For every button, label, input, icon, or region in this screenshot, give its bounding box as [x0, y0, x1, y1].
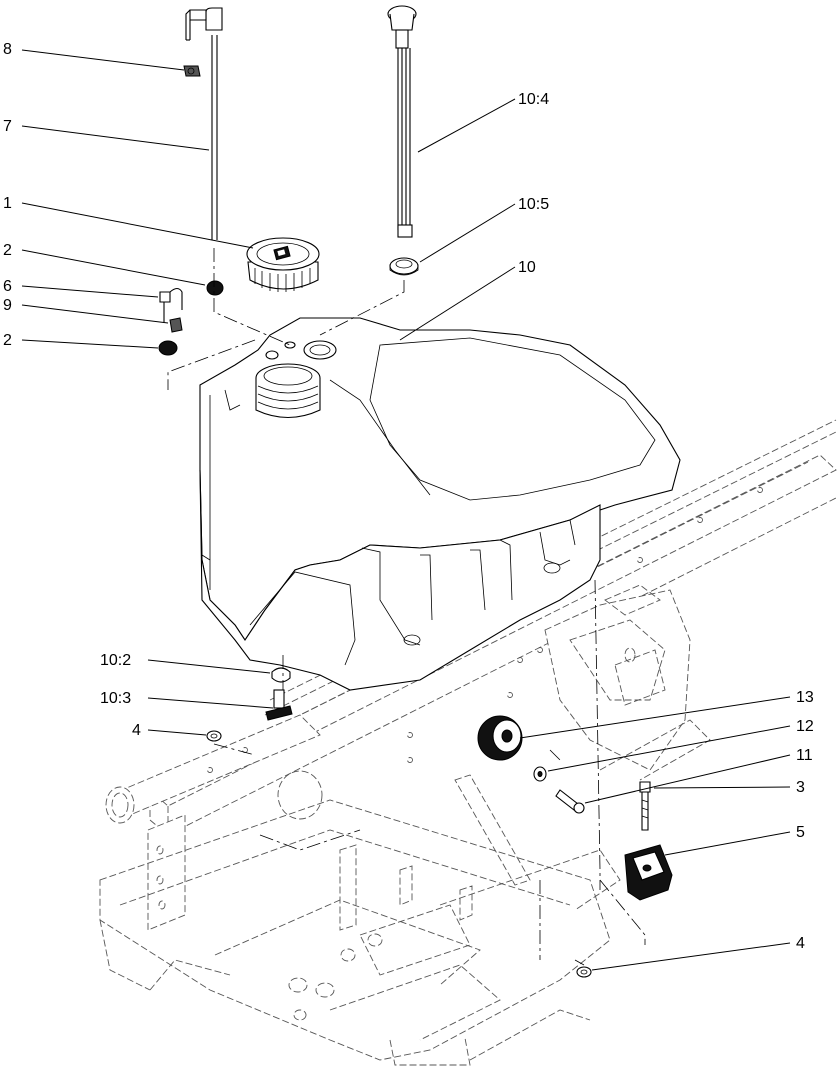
callout-10: 10	[518, 259, 536, 276]
clamp-9	[169, 317, 183, 333]
nut-4-left	[206, 730, 222, 742]
fuel-line-clamp	[271, 667, 291, 683]
callout-10-5: 10:5	[518, 196, 549, 213]
callout-6: 6	[3, 278, 12, 295]
fuel-gauge-sender	[387, 5, 417, 238]
nut-4-right	[576, 966, 592, 978]
grommet-2-lower	[158, 340, 178, 356]
gauge-grommet	[389, 257, 419, 276]
callout-8: 8	[3, 41, 12, 58]
washer-12	[533, 766, 547, 782]
fuel-tank	[199, 317, 681, 691]
rubber-isolator-13	[477, 715, 523, 761]
callout-2-upper: 2	[3, 242, 12, 259]
hose-clamp-8	[183, 65, 201, 77]
callout-7: 7	[3, 118, 12, 135]
fuel-outlet-fitting	[265, 689, 293, 721]
callout-4-right: 4	[796, 935, 805, 952]
grommet-2-upper	[206, 280, 224, 296]
callout-1: 1	[3, 195, 12, 212]
callout-13: 13	[796, 689, 814, 706]
callout-12: 12	[796, 718, 814, 735]
callout-9: 9	[3, 297, 12, 314]
assembly-centerlines	[167, 248, 646, 966]
callout-2-lower: 2	[3, 332, 12, 349]
callout-10-4: 10:4	[518, 91, 549, 108]
chassis-frame-phantom	[99, 419, 837, 1066]
callout-10-2: 10:2	[100, 652, 131, 669]
callout-11: 11	[796, 747, 813, 764]
callout-4-left: 4	[132, 722, 141, 739]
callout-5: 5	[796, 824, 805, 841]
mount-bracket-5	[624, 844, 673, 901]
callout-3: 3	[796, 779, 805, 796]
vent-hose	[185, 7, 223, 240]
callout-leaders	[21, 49, 791, 971]
fuel-cap	[246, 237, 320, 292]
callout-10-3: 10:3	[100, 690, 131, 707]
bolt-11	[555, 789, 585, 814]
bolt-3	[639, 781, 651, 831]
callout-labels: 8 7 1 2 6 9 2 10:4 10:5 10 10:2 10:3 4 1…	[3, 41, 814, 952]
fitting-6	[159, 287, 183, 322]
